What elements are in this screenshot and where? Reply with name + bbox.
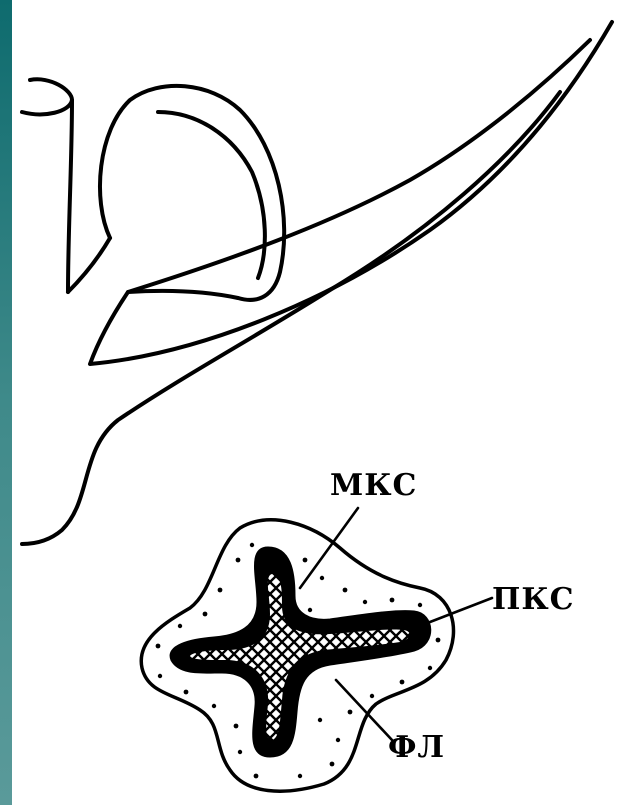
label-pks: ПКС xyxy=(492,582,575,617)
upper-long-line xyxy=(128,40,590,292)
stem-junction xyxy=(68,238,110,292)
label-fl: ФЛ xyxy=(388,730,445,765)
left-vertical-stem xyxy=(68,100,72,292)
upper-sketch xyxy=(22,22,612,544)
top-left-loop xyxy=(22,79,72,114)
label-mks: МКС xyxy=(330,468,417,503)
lower-lobe xyxy=(90,22,612,364)
